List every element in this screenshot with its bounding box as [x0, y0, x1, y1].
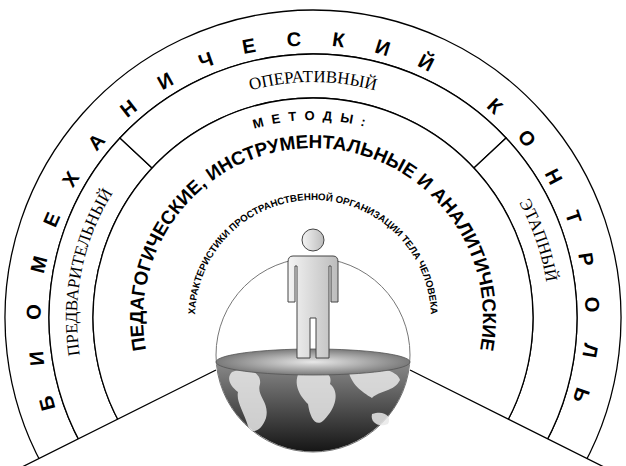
globe-caption: ХАРАКТЕРИСТИКИ ПРОСТРАНСТВЕННОЙ ОРГАНИЗА… — [186, 191, 440, 315]
globe-hemisphere — [216, 362, 409, 451]
person-head — [302, 229, 324, 251]
boundary-line — [410, 370, 626, 466]
methods-heading: МЕТОДЫ: — [251, 108, 375, 132]
boundary-line — [0, 370, 216, 466]
period-label: ОПЕРАТИВНЫЙ — [247, 67, 379, 94]
methods-heading: МЕТОДЫ: — [251, 108, 375, 132]
period-label: ОПЕРАТИВНЫЙ — [247, 67, 379, 94]
globe-caption: ХАРАКТЕРИСТИКИ ПРОСТРАНСТВЕННОЙ ОРГАНИЗА… — [186, 191, 440, 315]
methods-band-outline — [93, 98, 533, 466]
globe-surface — [216, 349, 410, 375]
outer-band-outline — [5, 10, 621, 466]
continents — [229, 367, 400, 431]
person-body — [288, 256, 338, 358]
